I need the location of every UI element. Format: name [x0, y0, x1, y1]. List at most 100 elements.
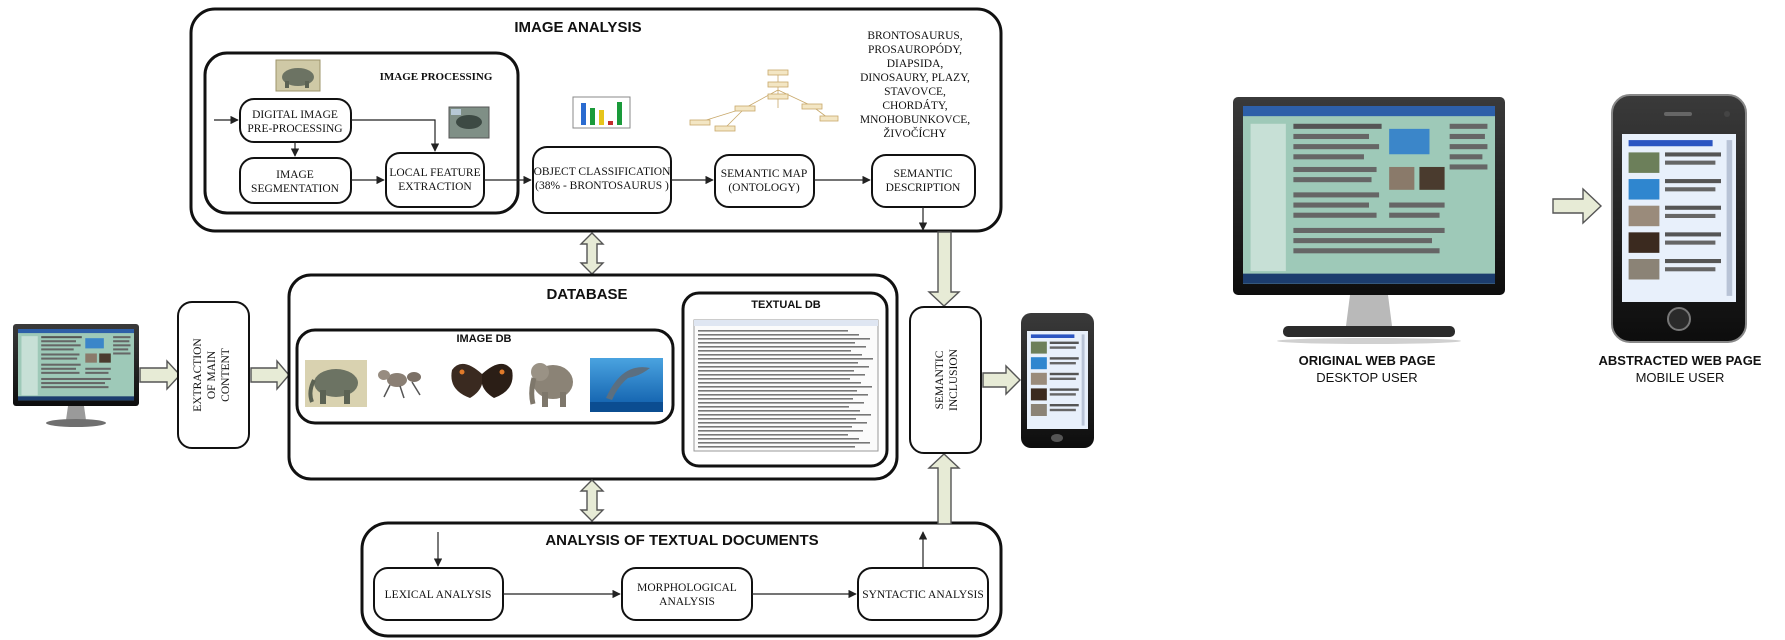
textual-db-document — [693, 319, 879, 452]
textual-db-line — [698, 346, 866, 348]
textual-db-line — [698, 426, 852, 428]
image-db-title: IMAGE DB — [457, 333, 512, 345]
arrow-to-database — [250, 359, 290, 391]
abstracted-webpage-phone — [1611, 94, 1747, 343]
image-db-butterfly — [451, 363, 513, 398]
description-term-2: PROSAUROPÓDY, — [868, 42, 962, 56]
textual-db-line — [698, 402, 864, 404]
image-db-elephant — [305, 360, 367, 407]
textual-db-line — [698, 338, 870, 340]
arrow-to-mobile — [982, 364, 1021, 396]
textual-db-line — [698, 398, 853, 400]
abstracted-webpage-subtitle: MOBILE USER — [1636, 370, 1725, 385]
textual-db-line — [698, 374, 865, 376]
textual-db-line — [698, 342, 855, 344]
description-term-8: ŽIVOČÍCHY — [883, 126, 947, 140]
output-mobile-phone — [1021, 313, 1094, 448]
database-title: DATABASE — [546, 286, 627, 303]
semantic-description-label-1: SEMANTIC — [894, 168, 953, 180]
abstracted-webpage-title: ABSTRACTED WEB PAGE — [1599, 353, 1762, 368]
description-term-4: DINOSAURY, PLAZY, — [860, 72, 970, 84]
semantic-map-label-1: SEMANTIC MAP — [721, 168, 808, 180]
semantic-map-label-2: (ONTOLOGY) — [728, 182, 800, 194]
semantic-inclusion-label-2: INCLUSION — [948, 348, 960, 411]
image-analysis-title: IMAGE ANALYSIS — [514, 19, 641, 36]
textual-db-line — [698, 358, 873, 360]
description-term-5: STAVOVCE, — [884, 86, 946, 98]
arrow-textual-to-inclusion — [927, 453, 961, 525]
textual-db-line — [698, 354, 862, 356]
textual-db-title: TEXTUAL DB — [751, 299, 821, 311]
extraction-main-content-box: EXTRACTION OF MAIN CONTENT — [177, 301, 250, 449]
textual-db-line — [698, 394, 868, 396]
semantic-inclusion-box: SEMANTIC INCLUSION — [909, 306, 982, 454]
description-term-3: DIAPSIDA, — [887, 58, 944, 70]
textual-db-line — [698, 386, 872, 388]
description-term-7: MNOHOBUNKOVCE, — [860, 114, 970, 126]
local-feature-extraction-box: LOCAL FEATURE EXTRACTION — [385, 152, 485, 208]
textual-db-line — [698, 362, 858, 364]
textual-db-line — [698, 382, 861, 384]
textual-db-line — [698, 378, 850, 380]
textual-db-line — [698, 438, 859, 440]
double-arrow-analysis-database — [579, 232, 605, 275]
textual-analysis-section: ANALYSIS OF TEXTUAL DOCUMENTS LEXICAL AN… — [360, 521, 1003, 638]
syntactic-analysis-box: SYNTACTIC ANALYSIS — [857, 567, 989, 621]
textual-db-line — [698, 370, 854, 372]
semantic-description-label-2: DESCRIPTION — [886, 182, 961, 194]
arrow-desktop-to-mobile — [1552, 187, 1603, 225]
classification-label-2: (38% - BRONTOSAURUS ) — [535, 180, 669, 192]
ontology-thumbnail — [689, 69, 839, 132]
morphological-analysis-box: MORPHOLOGICAL ANALYSIS — [621, 567, 753, 621]
textual-db-line — [698, 390, 857, 392]
textual-db-line — [698, 366, 869, 368]
database-section: DATABASE IMAGE DB — [287, 273, 899, 481]
image-processing-title: IMAGE PROCESSING — [380, 71, 493, 83]
textual-db-line — [698, 334, 859, 336]
arrow-description-to-inclusion — [927, 231, 961, 307]
textual-db-line — [698, 330, 848, 332]
segmentation-label-1: IMAGE — [276, 169, 314, 181]
semantic-description-box: SEMANTIC DESCRIPTION — [871, 154, 976, 208]
image-db-dolphin — [590, 358, 663, 412]
semantic-map-box: SEMANTIC MAP (ONTOLOGY) — [714, 154, 815, 208]
description-term-1: BRONTOSAURUS, — [867, 30, 962, 42]
morphological-label-2: ANALYSIS — [659, 596, 715, 608]
preprocessing-label-2: PRE-PROCESSING — [247, 123, 342, 135]
original-webpage-monitor — [1233, 97, 1505, 344]
textual-analysis-title: ANALYSIS OF TEXTUAL DOCUMENTS — [545, 532, 818, 549]
arrow-to-extraction — [139, 359, 181, 391]
arrow-preprocessing-to-features — [351, 119, 440, 152]
morphological-label-1: MORPHOLOGICAL — [637, 582, 737, 594]
image-db-elephant-2 — [529, 363, 573, 407]
textual-db-line — [698, 422, 867, 424]
preprocessing-label-1: DIGITAL IMAGE — [252, 109, 338, 121]
double-arrow-database-textual — [579, 479, 605, 522]
description-term-6: CHORDÁTY, — [882, 98, 947, 112]
extraction-label-3: CONTENT — [220, 348, 232, 402]
digital-image-preprocessing-box: DIGITAL IMAGE PRE-PROCESSING — [239, 98, 352, 143]
semantic-inclusion-label-1: SEMANTIC — [934, 350, 946, 409]
feature-extraction-label-2: EXTRACTION — [398, 181, 472, 193]
image-segmentation-box: IMAGE SEGMENTATION — [239, 157, 352, 204]
feature-extraction-label-1: LOCAL FEATURE — [389, 167, 480, 179]
image-db-ant — [378, 370, 421, 399]
original-webpage-subtitle: DESKTOP USER — [1316, 370, 1417, 385]
textual-db-line — [698, 406, 849, 408]
textual-db-line — [698, 414, 871, 416]
right-panel: ORIGINAL WEB PAGE DESKTOP USER ABSTRACTE… — [1233, 94, 1762, 385]
extraction-label-2: OF MAIN — [206, 350, 218, 399]
lexical-analysis-box: LEXICAL ANALYSIS — [373, 567, 504, 621]
textual-db-line — [698, 410, 860, 412]
classification-label-1: OBJECT CLASSIFICATION — [534, 166, 672, 178]
lexical-label: LEXICAL ANALYSIS — [385, 589, 492, 601]
description-terms: BRONTOSAURUS, PROSAUROPÓDY, DIAPSIDA, DI… — [860, 30, 970, 140]
textual-db-line — [698, 418, 856, 420]
object-classification-box: OBJECT CLASSIFICATION (38% - BRONTOSAURU… — [532, 146, 672, 214]
textual-db-line — [698, 350, 851, 352]
original-webpage-title: ORIGINAL WEB PAGE — [1299, 353, 1436, 368]
image-analysis-section: IMAGE ANALYSIS IMAGE PROCESSING DIGITAL … — [189, 7, 1003, 233]
textual-db-line — [698, 446, 855, 448]
classification-chart-thumbnail — [572, 96, 631, 129]
